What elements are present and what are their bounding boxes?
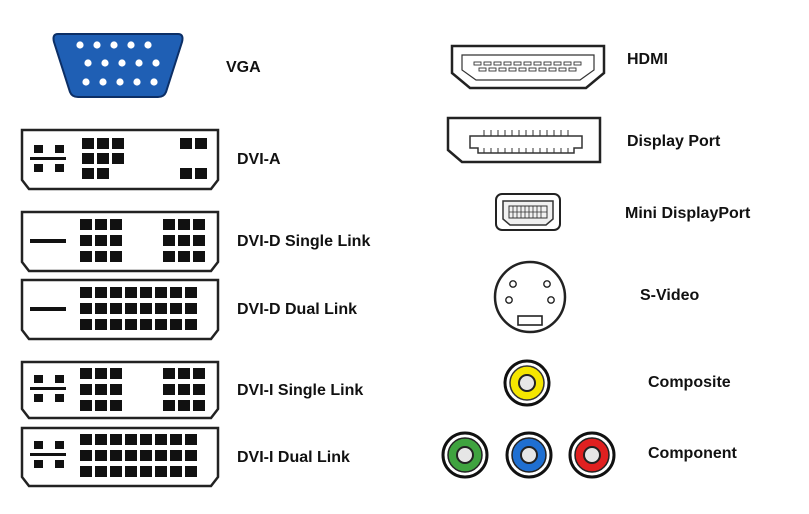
hdmi-connector-icon [450, 44, 606, 90]
component-label: Component [648, 445, 737, 462]
mini-displayport-label: Mini DisplayPort [625, 205, 751, 222]
dvi-d-single-link-label: DVI-D Single Link [237, 233, 371, 250]
composite-label: Composite [648, 374, 731, 391]
dvi-i-single-link-label: DVI-I Single Link [237, 382, 364, 399]
dvi-d-dual-link-connector-icon [20, 278, 220, 341]
s-video-connector-icon [493, 260, 567, 334]
displayport-label: Display Port [627, 133, 721, 150]
dvi-i-dual-link-label: DVI-I Dual Link [237, 449, 350, 466]
mini-displayport-connector-icon [495, 193, 561, 231]
dvi-i-single-link-connector-icon [20, 360, 220, 420]
component-connector-icon [441, 431, 616, 479]
dvi-d-dual-link-label: DVI-D Dual Link [237, 301, 358, 318]
dvi-i-dual-link-connector-icon [20, 426, 220, 488]
vga-connector-icon [52, 33, 184, 98]
displayport-connector-icon [446, 116, 602, 164]
vga-label: VGA [226, 59, 261, 76]
dvi-a-connector-icon [20, 128, 220, 191]
composite-connector-icon [503, 359, 551, 407]
hdmi-label: HDMI [627, 51, 668, 68]
s-video-label: S-Video [640, 287, 700, 304]
dvi-d-single-link-connector-icon [20, 210, 220, 273]
dvi-a-label: DVI-A [237, 151, 281, 168]
